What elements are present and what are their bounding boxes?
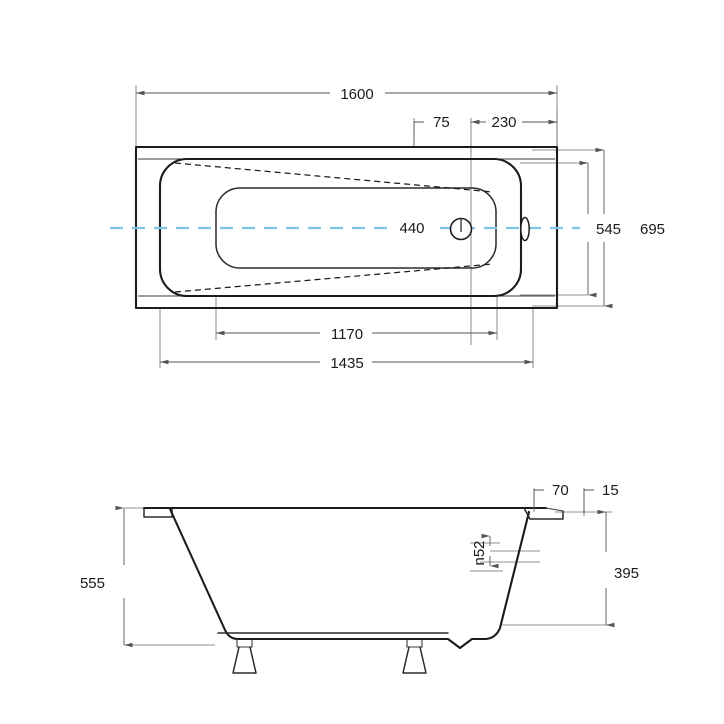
hidden-line-lower (174, 263, 494, 293)
section-view-group: 555 (80, 482, 639, 674)
dim-label-75: 75 (433, 114, 450, 131)
dim-inner-length: 1435 (160, 355, 533, 372)
dim-overall-length: 1600 (136, 86, 557, 103)
dim-inner-depth: 395 (597, 509, 639, 628)
tub-wall-right (446, 510, 531, 650)
drain-hole (449, 217, 473, 241)
dim-label-230: 230 (491, 114, 516, 131)
tub-rim-left (143, 507, 173, 518)
dim-label-15: 15 (602, 482, 619, 499)
hidden-line-upper (174, 162, 494, 193)
dim-label-1600: 1600 (340, 86, 373, 103)
dim-label-1435: 1435 (330, 355, 363, 372)
dim-overall-width: 695 (595, 147, 665, 309)
dim-label-440: 440 (399, 220, 424, 237)
dim-rim-width: 70 (533, 482, 569, 510)
dim-bottom-length: 1170 (216, 326, 497, 343)
dim-label-545: 545 (596, 221, 621, 238)
dim-inner-width: 545 (579, 160, 621, 298)
dim-label-555: 555 (80, 575, 105, 592)
dim-label-n52: n52 (471, 540, 488, 565)
plan-extension-lines (135, 85, 604, 368)
dim-waste-offset: 440 (390, 219, 434, 237)
dim-overall-height: 555 (80, 505, 133, 648)
tub-section-outline (142, 506, 564, 650)
tub-rim-right (523, 507, 564, 520)
support-feet (232, 639, 427, 674)
overflow-slot (520, 216, 530, 242)
dim-waste-to-end: 230 (471, 114, 557, 131)
dim-rim-offset: 75 (413, 114, 450, 148)
dim-label-395: 395 (614, 565, 639, 582)
dim-overflow-diameter: n52 (470, 533, 503, 572)
dim-label-70: 70 (552, 482, 569, 499)
plan-view-group: 1600 75 230 (110, 85, 665, 372)
tub-rim-right-edge (545, 507, 564, 512)
foot-right (402, 639, 427, 674)
tub-wall-left (168, 507, 450, 641)
dim-label-695: 695 (640, 221, 665, 238)
dim-rim-edge: 15 (583, 482, 619, 514)
dim-label-1170: 1170 (331, 326, 363, 343)
foot-left (232, 639, 257, 674)
